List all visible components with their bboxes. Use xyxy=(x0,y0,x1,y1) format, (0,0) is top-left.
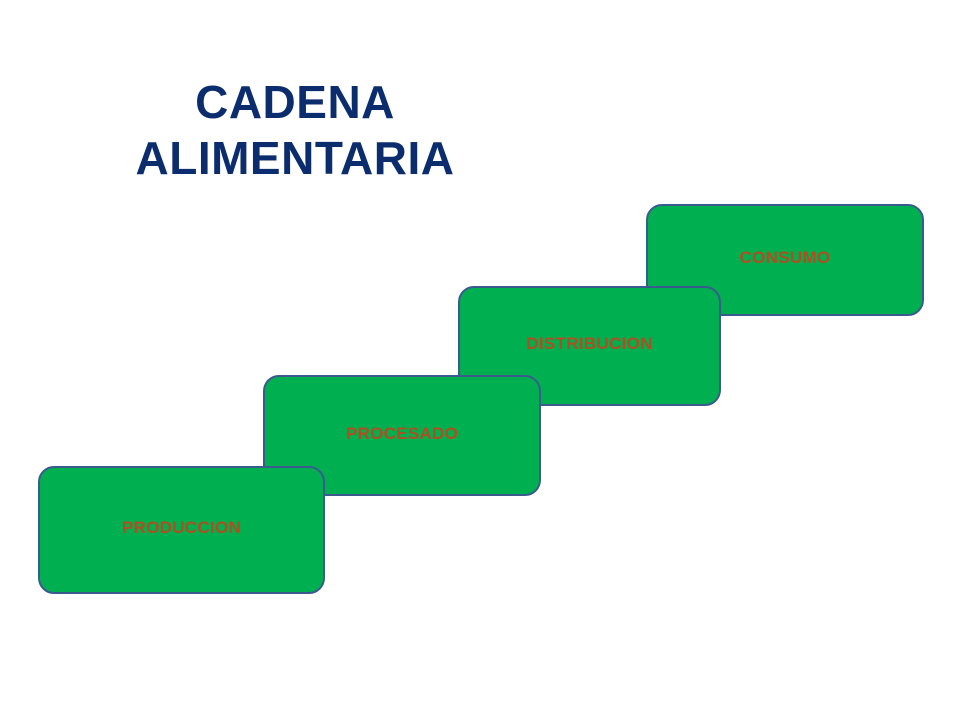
step-label: DISTRIBUCION xyxy=(526,334,653,353)
step-produccion: PRODUCCION xyxy=(38,466,325,594)
title-line-2: ALIMENTARIA xyxy=(135,132,455,184)
page-title: CADENA ALIMENTARIA xyxy=(100,74,490,186)
step-label: PROCESADO xyxy=(345,423,459,443)
step-label: CONSUMO xyxy=(739,248,831,267)
step-label: PRODUCCION xyxy=(121,518,242,537)
title-line-1: CADENA xyxy=(195,76,395,128)
